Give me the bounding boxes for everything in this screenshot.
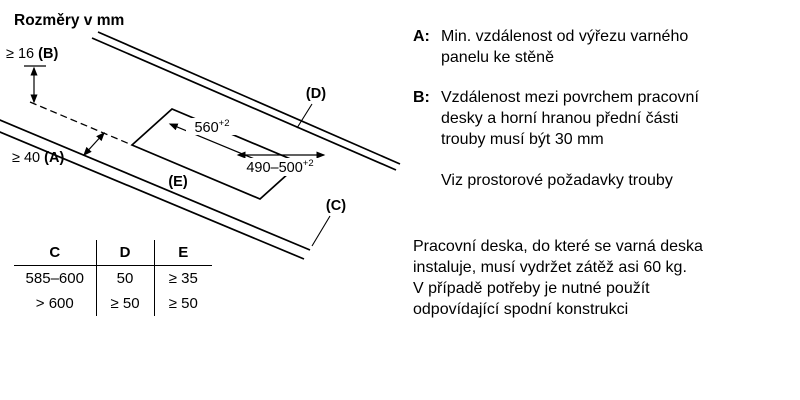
label-e: (E) bbox=[168, 174, 188, 190]
cell-d1: 50 bbox=[95, 265, 154, 291]
note-a: A: Min. vzdálenost od výřezu varného pan… bbox=[413, 26, 795, 68]
page-title: Rozměry v mm bbox=[14, 12, 125, 29]
worktop-front-edge-line bbox=[0, 119, 311, 251]
installation-diagram: 560+2 490–500+2 ≥ 16 (B) ≥ 40 (A) (D) (E… bbox=[0, 31, 401, 260]
table-header-row: C D E bbox=[14, 240, 212, 266]
dim-b-label: ≥ 16 (B) bbox=[6, 46, 58, 62]
col-header-d: D bbox=[95, 240, 154, 266]
note-b-text: Vzdálenost mezi povrchem pracovní desky … bbox=[441, 89, 699, 149]
cell-c1: 585–600 bbox=[25, 270, 84, 287]
cell-e2: ≥ 50 bbox=[153, 291, 212, 316]
note-a-text: Min. vzdálenost od výřezu varného panelu… bbox=[441, 28, 689, 67]
cell-e1: ≥ 35 bbox=[153, 265, 212, 291]
wall-line bbox=[97, 31, 401, 165]
notes-panel: A: Min. vzdálenost od výřezu varného pan… bbox=[413, 26, 795, 320]
note-see-also: Viz prostorové požadavky trouby bbox=[441, 171, 673, 189]
note-a-label: A: bbox=[413, 28, 430, 45]
label-c: (C) bbox=[326, 198, 346, 214]
cutout-extension-dashed-line bbox=[29, 101, 133, 146]
wall-line-2 bbox=[91, 37, 397, 171]
table-row: > 600 ≥ 50 ≥ 50 bbox=[14, 291, 212, 316]
dimension-table: C D E 585–600 50 ≥ 35 > 600 ≥ 50 ≥ 50 bbox=[14, 240, 212, 316]
dim-text-backdrop bbox=[232, 158, 332, 176]
note-paragraph: Pracovní deska, do které se varná deska … bbox=[413, 237, 703, 318]
dim-text-backdrop bbox=[186, 118, 240, 135]
cutout-width-dimension: 560+2 bbox=[194, 118, 229, 136]
label-d-leader-line bbox=[296, 103, 313, 129]
cell-c2: > 600 bbox=[35, 295, 74, 312]
cutout-depth-dimension: 490–500+2 bbox=[246, 158, 313, 176]
label-c-leader-line bbox=[311, 215, 331, 247]
dim-arrow-a bbox=[83, 132, 105, 156]
table-row: 585–600 50 ≥ 35 bbox=[14, 265, 212, 291]
label-d: (D) bbox=[306, 86, 326, 102]
note-b: B: Vzdálenost mezi povrchem pracovní des… bbox=[413, 87, 795, 150]
col-header-e: E bbox=[153, 240, 212, 266]
col-header-c: C bbox=[14, 240, 96, 266]
note-b-label: B: bbox=[413, 89, 430, 107]
cell-d2: ≥ 50 bbox=[95, 291, 154, 316]
worktop-front-edge-line-2 bbox=[0, 131, 305, 260]
dim-a-label: ≥ 40 (A) bbox=[12, 150, 64, 166]
